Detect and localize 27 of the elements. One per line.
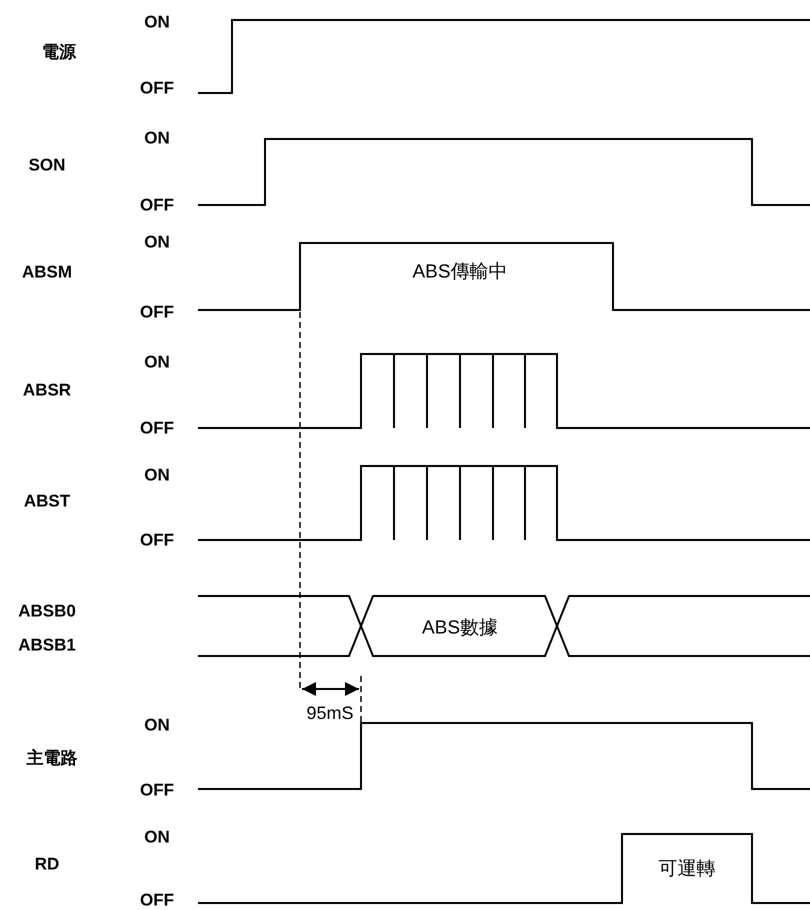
state-label: OFF [140, 304, 174, 320]
state-label: ON [144, 828, 170, 846]
state-label: ON [144, 130, 170, 146]
signal-name: 主電路 [26, 750, 78, 766]
signal-name: ABST [24, 492, 70, 510]
signal-name: ABSR [22, 382, 72, 398]
state-label: ON [144, 466, 170, 484]
state-label: ON [144, 234, 170, 250]
state-label: ON [144, 716, 170, 734]
state-label: OFF [140, 532, 174, 548]
signal-name: ABSM [22, 264, 72, 280]
duration-label: 95mS [306, 704, 354, 722]
signal-name: SON [28, 156, 66, 174]
signal-name: ABSB1 [18, 636, 76, 654]
state-label: OFF [140, 892, 174, 908]
waveform-text: 可運轉 [658, 860, 716, 878]
waveform-text: ABS數據 [422, 618, 498, 638]
signal-name: ABSB0 [18, 602, 76, 620]
waveform-text: ABS傳輸中 [412, 262, 508, 282]
state-label: OFF [140, 196, 174, 214]
signal-name: 電源 [42, 44, 76, 60]
signal-name: RD [34, 856, 60, 872]
state-label: ON [144, 354, 170, 370]
state-label: OFF [140, 420, 174, 436]
state-label: OFF [140, 782, 174, 798]
state-label: OFF [140, 80, 174, 96]
state-label: ON [144, 14, 170, 30]
